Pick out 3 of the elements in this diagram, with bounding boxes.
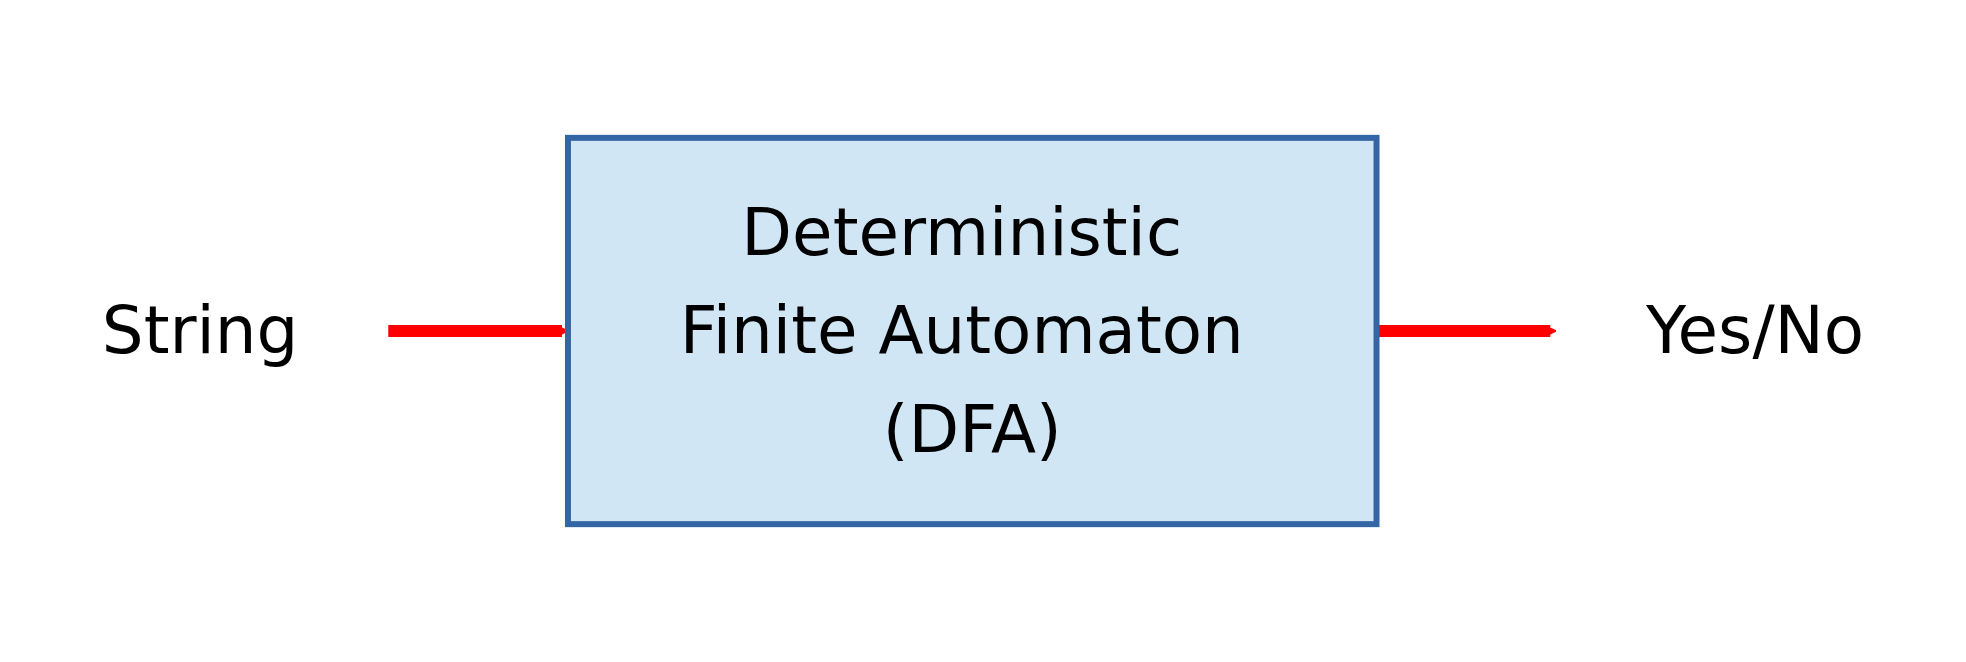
- node-text: Yes/No: [1646, 292, 1865, 369]
- node-box: Deterministic Finite Automaton (DFA): [564, 134, 1380, 528]
- node-text: String: [101, 292, 299, 369]
